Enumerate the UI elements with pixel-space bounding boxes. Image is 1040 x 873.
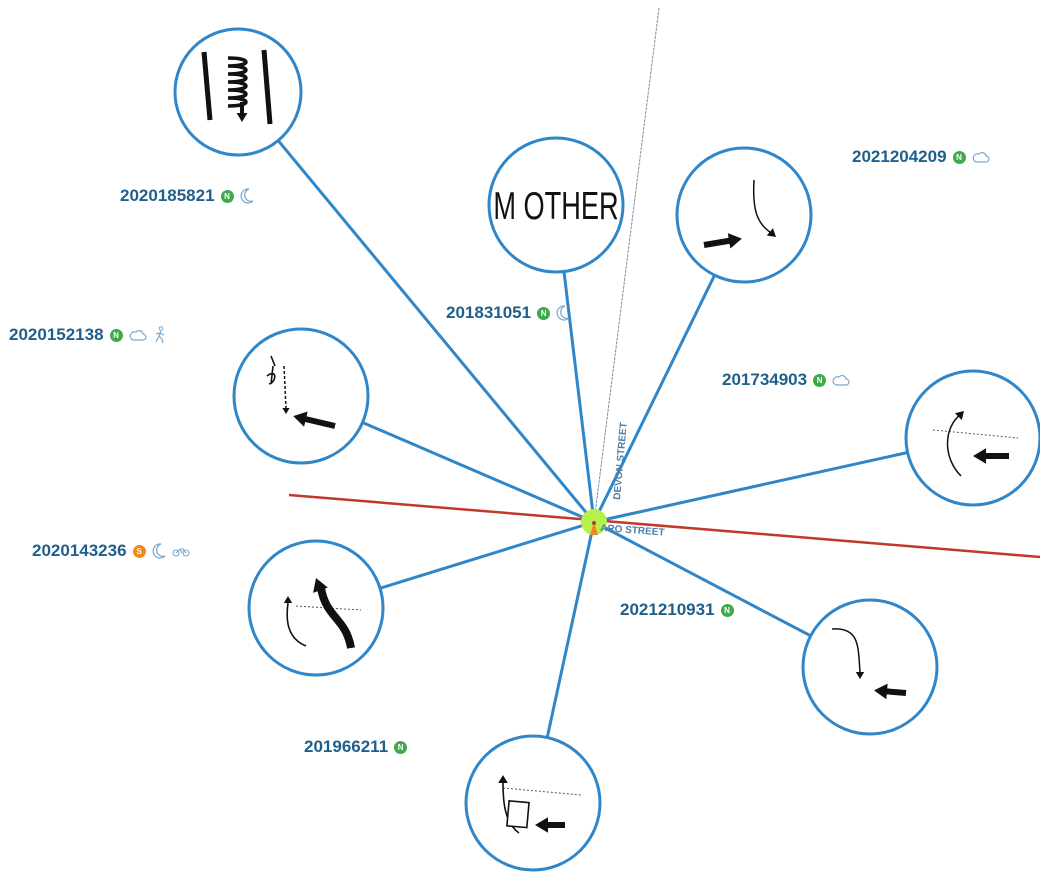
- arrowhead-icon: [283, 596, 293, 603]
- severity-badge: N: [720, 603, 734, 617]
- severity-badge: N: [109, 328, 123, 342]
- crash-diagram-circle[interactable]: [464, 734, 602, 872]
- diagram-circle-outline: [675, 146, 813, 284]
- pedestrian-icon: [266, 355, 276, 385]
- street-label-devon: DEVON STREET: [612, 422, 630, 500]
- arrowhead-icon: [282, 408, 290, 414]
- crash-label[interactable]: 201966211 N: [304, 737, 408, 757]
- spoke-line: [277, 139, 596, 523]
- spoke-line: [361, 421, 595, 524]
- crash-label[interactable]: 2020185821 N: [120, 186, 254, 206]
- crash-diagram-circle[interactable]: [675, 146, 813, 284]
- moon-icon: [556, 305, 570, 321]
- crash-id-text: 2020143236: [32, 541, 127, 560]
- severity-badge: N: [394, 740, 408, 754]
- crash-label[interactable]: 201734903 N: [722, 370, 850, 390]
- severity-badge: N: [220, 189, 234, 203]
- arrowhead-icon: [727, 233, 742, 249]
- spokes: [277, 139, 908, 738]
- spoke-line: [593, 451, 908, 524]
- spoke-line: [545, 521, 596, 738]
- spoke-line: [593, 520, 812, 638]
- crash-id-text: 2021204209: [852, 147, 947, 166]
- pedestrian-path-line: [283, 365, 287, 409]
- crash-diagram-circle[interactable]: [801, 598, 939, 736]
- arrowhead-icon: [973, 448, 986, 464]
- crash-label[interactable]: 2021210931 N: [620, 600, 734, 620]
- crash-label[interactable]: 2020143236 S: [32, 541, 190, 561]
- vehicle-path-line: [286, 602, 307, 647]
- crash-label[interactable]: 2021204209 N: [852, 147, 990, 167]
- severity-badge: N: [813, 373, 827, 387]
- spoke-line: [592, 274, 716, 523]
- crash-diagram-circle[interactable]: [232, 327, 370, 465]
- arrowhead-icon: [535, 817, 548, 833]
- severity-badge: N: [537, 306, 551, 320]
- crash-diagram-circle[interactable]: [247, 539, 385, 677]
- arrowhead-icon: [313, 578, 328, 593]
- arrowhead-icon: [236, 113, 248, 122]
- diagram-circle-outline: [487, 136, 625, 274]
- centerline: [502, 787, 582, 796]
- spoke-line: [562, 271, 596, 523]
- moon-icon: [240, 188, 254, 204]
- arrowhead-icon: [293, 411, 308, 427]
- crash-id-text: 2020152138: [9, 325, 104, 344]
- street-line-aro: [288, 493, 1040, 559]
- crash-id-text: 201831051: [446, 303, 532, 322]
- crash-diagram-circle[interactable]: [173, 27, 303, 157]
- diagram-circle-outline: [247, 539, 385, 677]
- vehicle-path-line: [946, 413, 962, 477]
- crash-diagram-circle[interactable]: [904, 369, 1040, 507]
- cloud-icon: [972, 151, 990, 163]
- crash-id-text: 201734903: [722, 370, 808, 389]
- crash-label[interactable]: 201831051 N: [446, 303, 570, 323]
- spoke-line: [379, 520, 595, 590]
- vehicle-path-line: [831, 628, 861, 673]
- vehicle-path-line: [300, 415, 336, 429]
- pedestrian-icon: [153, 326, 167, 344]
- diagram-circle-outline: [904, 369, 1040, 507]
- crash-id-text: 201966211: [304, 737, 389, 756]
- vehicle-path-line: [317, 587, 355, 649]
- arrowhead-icon: [874, 683, 888, 700]
- street-line-devon: [593, 7, 660, 523]
- vehicle-path-line: [502, 782, 520, 834]
- street-label-aro: ARO STREET: [600, 523, 665, 538]
- cloud-icon: [129, 329, 147, 341]
- diagram-circle-outline: [464, 734, 602, 872]
- vehicle-box-icon: [506, 800, 530, 829]
- diagram-circle-outline: [801, 598, 939, 736]
- arrowhead-icon: [855, 672, 865, 679]
- crash-id-text: 2021210931: [620, 600, 715, 619]
- road-edge-line: [201, 51, 213, 121]
- severity-badge: S: [132, 544, 146, 558]
- crash-id-text: 2020185821: [120, 186, 215, 205]
- road-edge-line: [261, 49, 273, 125]
- intersection-marker: [590, 522, 598, 535]
- motorcycle-icon: [171, 545, 190, 557]
- crash-diagram-circle[interactable]: M OTHER: [487, 136, 625, 274]
- crash-label[interactable]: 2020152138 N: [9, 325, 167, 345]
- diagram-text: M OTHER: [493, 185, 618, 228]
- vehicle-path-line: [703, 237, 735, 248]
- cloud-icon: [832, 374, 850, 386]
- arrowhead-icon: [954, 411, 964, 421]
- diagram-circle-outline: [232, 327, 370, 465]
- arrowhead-icon: [498, 775, 508, 783]
- spiral-path-icon: [227, 56, 248, 108]
- severity-badge: N: [952, 150, 966, 164]
- crash-circles: M OTHER: [173, 27, 1040, 872]
- moon-icon: [152, 543, 166, 559]
- intersection-dot: [592, 521, 596, 525]
- arrowhead-icon: [766, 228, 776, 237]
